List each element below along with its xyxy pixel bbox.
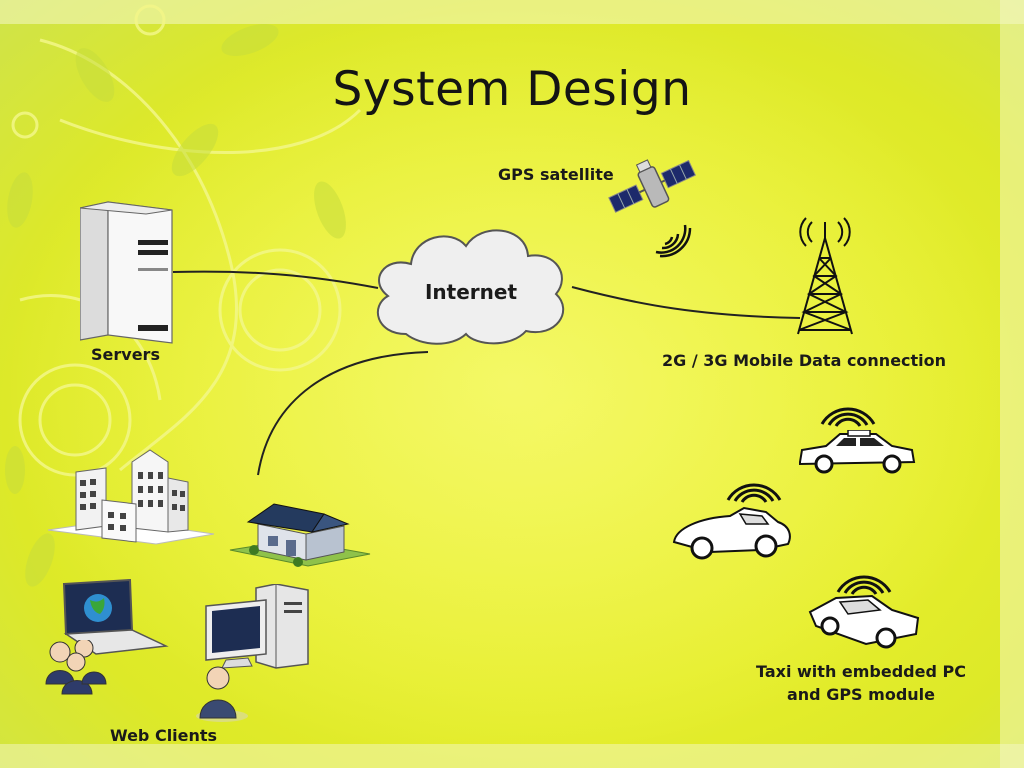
mobile-data-label: 2G / 3G Mobile Data connection: [662, 351, 947, 370]
signal-waves-icon: [726, 483, 782, 503]
slide-title: System Design: [332, 62, 692, 117]
taxi-label-line1: Taxi with embedded PC: [756, 662, 966, 681]
desktop-pc-icon: [205, 584, 309, 669]
taxi-label-line2: and GPS module: [786, 685, 935, 704]
taxi-car-icon: [799, 430, 916, 474]
gps-satellite-label: GPS satellite: [498, 165, 614, 184]
house-icon: [229, 503, 371, 567]
office-buildings-icon: [47, 449, 215, 545]
user-group-icon: [45, 640, 107, 695]
internet-cloud-icon: [377, 229, 565, 345]
signal-waves-icon: [820, 407, 876, 427]
sports-car-icon: [672, 506, 791, 560]
signal-waves-icon: [836, 575, 892, 595]
internet-label: Internet: [424, 280, 518, 304]
web-clients-label: Web Clients: [110, 726, 218, 745]
server-icon: [80, 201, 173, 344]
user-icon: [196, 666, 248, 722]
sedan-car-icon: [808, 594, 920, 649]
satellite-signal-icon: [655, 224, 692, 258]
taxi-label: Taxi with embedded PC and GPS module: [716, 660, 1006, 706]
servers-label: Servers: [91, 345, 160, 364]
satellite-icon: [608, 159, 697, 213]
cell-tower-icon: [797, 217, 853, 335]
